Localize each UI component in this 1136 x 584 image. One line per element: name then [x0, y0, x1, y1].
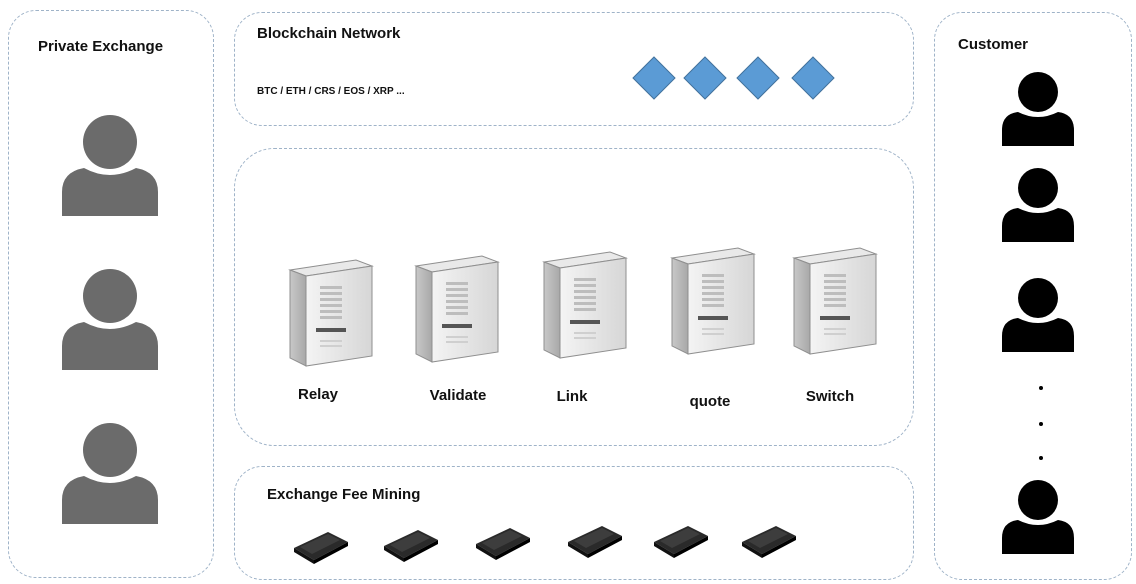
blockchain-network-panel: [234, 12, 914, 126]
customer-user-icon: [1002, 278, 1074, 352]
block-diamond-icon: [632, 56, 676, 100]
server-icon-relay: [289, 259, 373, 367]
customer-title: Customer: [958, 36, 1029, 53]
private-user-icon: [62, 269, 158, 370]
customer-ellipsis: [1036, 380, 1046, 470]
ellipsis-dot: [1039, 456, 1043, 460]
mining-device-icon: [654, 526, 708, 558]
server-label-switch: Switch: [805, 388, 855, 405]
block-diamond-icon: [683, 56, 727, 100]
blockchain-blocks: [632, 56, 835, 100]
customer-user-icon: [1002, 168, 1074, 242]
private-user-icon: [62, 115, 158, 216]
server-cluster-panel: [234, 148, 914, 446]
server-label-relay: Relay: [297, 386, 339, 403]
private-user-icon: [62, 423, 158, 524]
fee-mining-title: Exchange Fee Mining: [267, 486, 421, 503]
blockchain-network-title: Blockchain Network: [257, 25, 401, 42]
ellipsis-dot: [1039, 422, 1043, 426]
customer-user-icon: [1002, 480, 1074, 554]
mining-device-icon: [384, 530, 438, 562]
server-icon-link: [543, 251, 627, 359]
customer-panel: [934, 12, 1132, 580]
private-exchange-panel: [8, 10, 214, 578]
mining-device-icon: [742, 526, 796, 558]
server-label-link: Link: [556, 388, 588, 405]
server-icon-validate: [415, 255, 499, 363]
server-label-validate: Validate: [429, 387, 487, 404]
server-icon-quote: [671, 247, 755, 355]
ellipsis-dot: [1039, 386, 1043, 390]
private-exchange-title: Private Exchange: [38, 38, 164, 55]
mining-device-icon: [294, 532, 348, 564]
mining-device-icon: [476, 528, 530, 560]
block-diamond-icon: [791, 56, 835, 100]
fee-mining-panel: [234, 466, 914, 580]
block-diamond-icon: [736, 56, 780, 100]
supported-coins-text: BTC / ETH / CRS / EOS / XRP ...: [257, 86, 405, 97]
customer-user-icon: [1002, 72, 1074, 146]
server-icon-switch: [793, 247, 877, 355]
mining-device-icon: [568, 526, 622, 558]
server-label-quote: quote: [689, 393, 731, 410]
